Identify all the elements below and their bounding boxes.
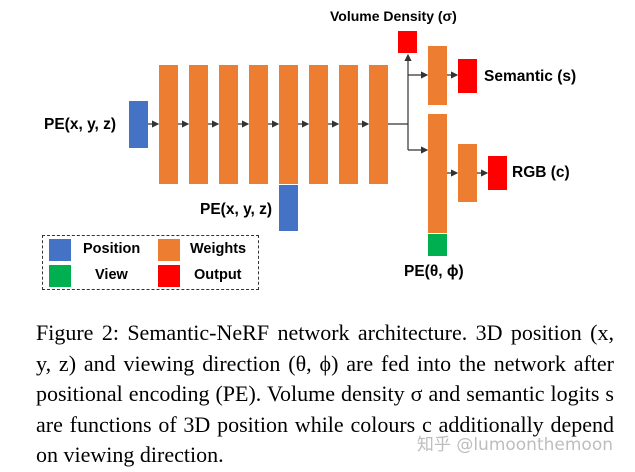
weight-layers [159, 65, 388, 184]
pe-position-input-label: PE(x, y, z) [44, 116, 117, 133]
rgb-hidden-layer [458, 144, 477, 202]
view-direction-block [428, 234, 447, 256]
weight-layer-8 [369, 65, 388, 184]
weight-layer-4 [249, 65, 268, 184]
pe-position-skip-label: PE(x, y, z) [200, 201, 273, 218]
semantic-weight-layer [428, 46, 447, 105]
rgb-output [488, 156, 507, 190]
weight-layer-2 [189, 65, 208, 184]
legend-position-swatch [49, 239, 71, 261]
weight-layer-6 [309, 65, 328, 184]
weight-layer-1 [159, 65, 178, 184]
volume-density-output [398, 31, 417, 53]
legend: Position Weights View Output [42, 235, 259, 290]
network-architecture-diagram [129, 31, 507, 256]
weight-layer-3 [219, 65, 238, 184]
legend-output-swatch [158, 265, 180, 287]
figure-caption: Figure 2: Semantic-NeRF network architec… [36, 318, 614, 471]
legend-view-label: View [95, 267, 128, 283]
legend-position-label: Position [83, 241, 141, 257]
semantic-output [458, 59, 477, 93]
rgb-weight-layer [428, 114, 447, 233]
pe-view-direction-label: PE(θ, ϕ) [404, 263, 464, 280]
caption-text: Figure 2: Semantic-NeRF network architec… [36, 320, 614, 467]
layer-arrows [148, 53, 489, 177]
watermark: 知乎 @lumoonthemoon [416, 435, 613, 455]
weight-layer-5 [279, 65, 298, 184]
rgb-label: RGB (c) [512, 164, 570, 181]
skip-position-block [279, 185, 298, 231]
volume-density-label: Volume Density (σ) [330, 8, 457, 24]
legend-view-swatch [49, 265, 71, 287]
weight-layer-7 [339, 65, 358, 184]
legend-weights-label: Weights [190, 241, 247, 257]
legend-output-label: Output [194, 267, 242, 283]
legend-weights-swatch [158, 239, 180, 261]
semantic-label: Semantic (s) [484, 68, 577, 85]
input-position-block [129, 101, 148, 148]
